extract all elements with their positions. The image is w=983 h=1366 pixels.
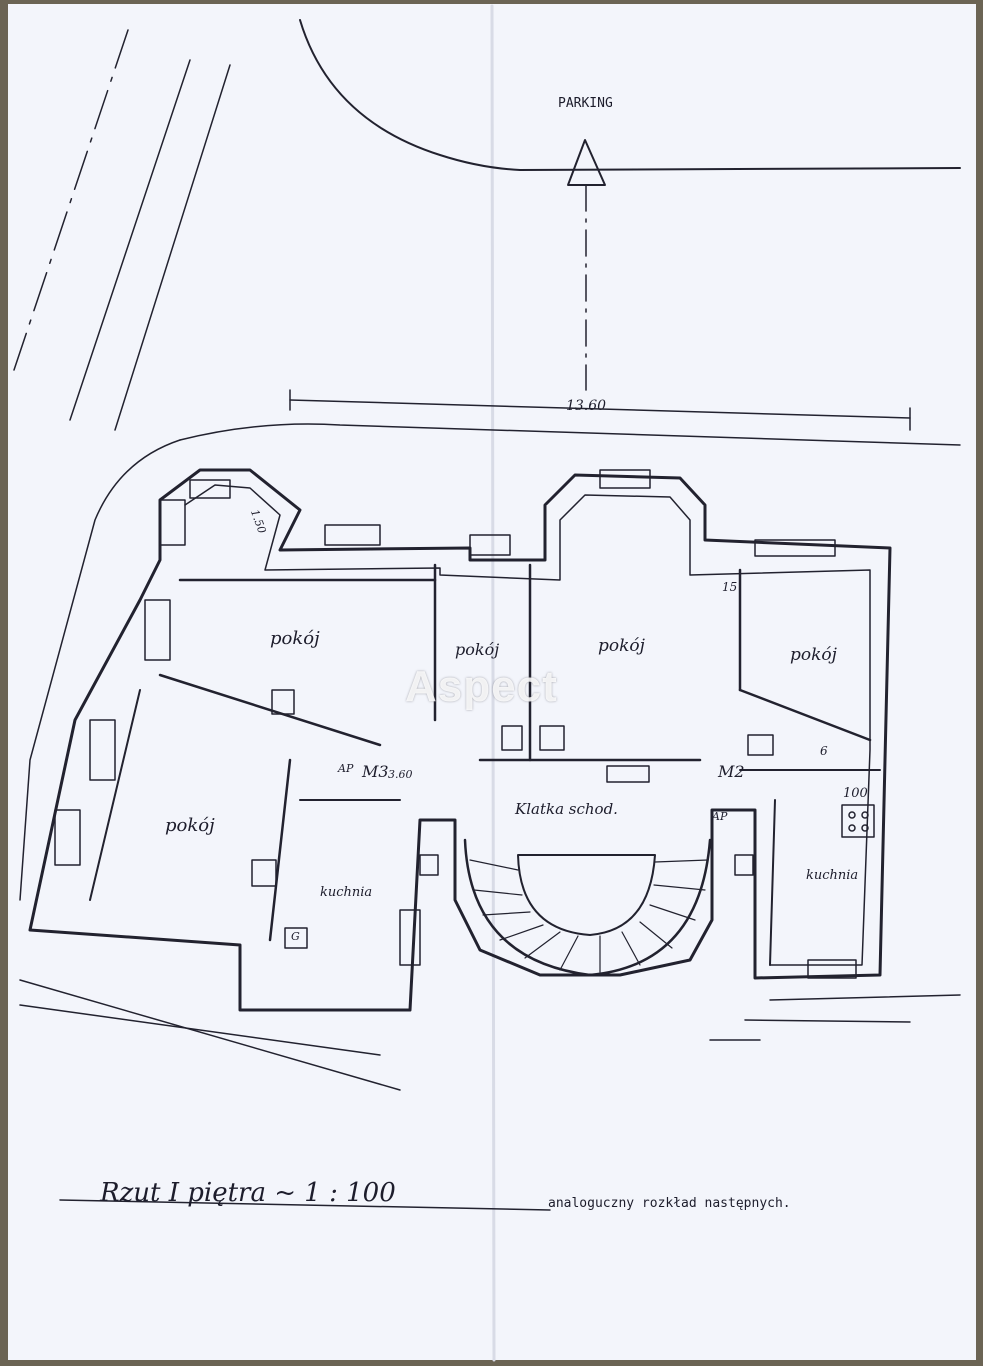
dimension-15-label: 15: [722, 580, 738, 594]
windows: [54, 469, 857, 979]
wall-12: [769, 799, 776, 966]
dimension-line-bottom-3: [769, 994, 961, 1001]
property-top: [179, 423, 961, 446]
flat-m3-label: M3: [362, 762, 389, 781]
dimension-6-label: 6: [820, 744, 828, 758]
stair-treads: [469, 859, 709, 973]
dimension-360-label: 3.60: [388, 768, 413, 781]
parking-curve: [299, 19, 961, 171]
road-line-3: [114, 64, 231, 431]
dimension-100-label: 100: [843, 786, 868, 801]
room-label-pokoj-2: pokój: [455, 640, 500, 659]
ap-right-label: AP: [712, 810, 728, 823]
dimension-line-top: [289, 399, 911, 419]
stairwell-label: Klatka schod.: [515, 800, 618, 818]
room-label-pokoj-3: pokój: [598, 636, 645, 656]
watermark-logo: Aspect: [405, 662, 558, 711]
flat-m2-label: M2: [718, 762, 745, 781]
dimension-top-label: 13.60: [566, 398, 607, 414]
property-curve: [19, 439, 181, 901]
ap-left-label: AP: [338, 762, 354, 775]
building-outline: [28, 468, 892, 1012]
dimension-line-bottom-1: [19, 979, 401, 1091]
room-label-kuchnia-left: kuchnia: [320, 885, 373, 900]
wall-6: [158, 673, 382, 747]
room-label-kuchnia-right: kuchnia: [806, 868, 859, 883]
caption-title: Rzut I piętra ~ 1 : 100: [100, 1178, 396, 1208]
room-label-pokoj-5: pokój: [165, 815, 215, 836]
wall-5: [738, 688, 872, 742]
stair-inner: [517, 854, 656, 936]
parking-label: PARKING: [558, 96, 613, 111]
building-inner: [184, 484, 871, 966]
paper-fold: [490, 4, 496, 1362]
caption-note: analoguczny rozkład następnych.: [548, 1196, 791, 1211]
parking-arrow: [567, 139, 606, 186]
dimension-line-bottom-4: [744, 1019, 911, 1023]
wall-7: [89, 689, 141, 901]
wall-8: [268, 758, 292, 942]
road-line-1: [13, 29, 129, 371]
room-label-pokoj-4: pokój: [790, 645, 837, 665]
chimneys: [251, 689, 875, 949]
room-label-pokoj-1: pokój: [270, 628, 320, 649]
g-mark-label: G: [291, 930, 300, 943]
dimension-line-bottom-2: [19, 1004, 381, 1056]
caption-underline: [59, 1199, 551, 1211]
stair-outer: [463, 838, 712, 977]
road-line-2: [69, 59, 191, 421]
